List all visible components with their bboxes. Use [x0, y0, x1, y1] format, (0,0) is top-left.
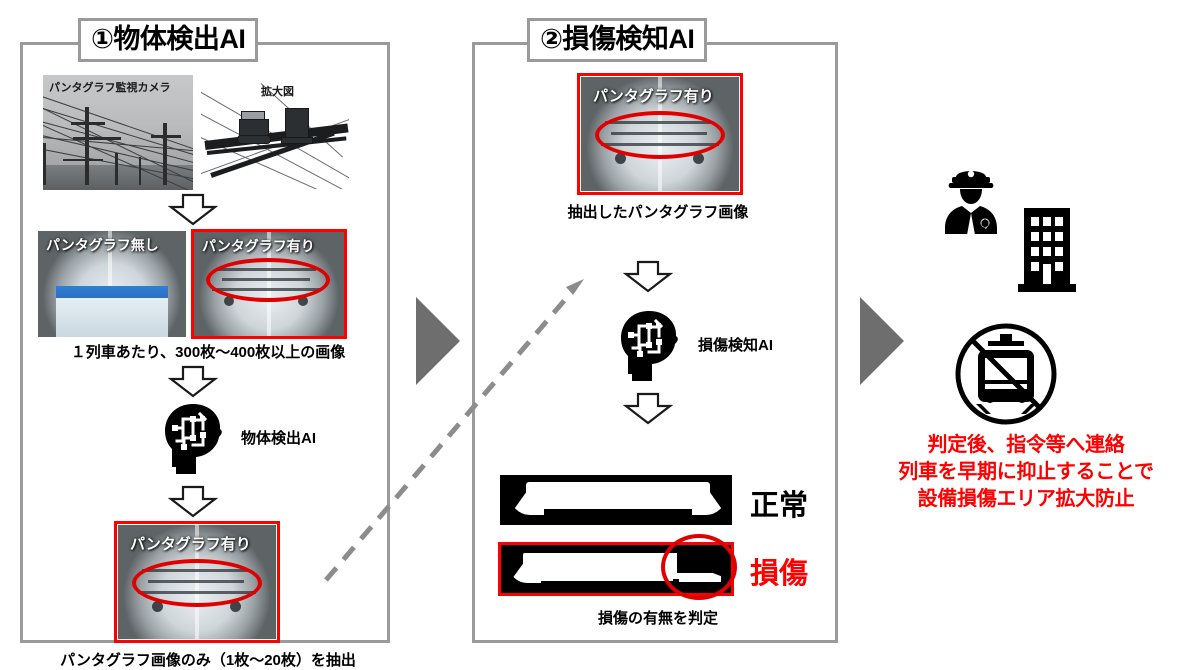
hollow-down-arrow-icon — [623, 392, 673, 425]
sample-photo-no-pantograph: パンタグラフ無し — [38, 231, 186, 337]
input-photo-has-pantograph: パンタグラフ有り — [581, 77, 739, 191]
camera-zoom-photo: 拡大図 — [201, 77, 349, 189]
ai-brain-head-icon — [621, 311, 678, 381]
panel2-bottom-caption: 損傷の有無を判定 — [597, 610, 718, 627]
panel-damage-detection-ai: ②損傷検知AI パンタグラフ有り 抽出したパンタグラフ画像 — [472, 18, 838, 643]
panel-object-detection-ai: ①物体検出AI パンタグラフ監視カメラ — [20, 18, 390, 669]
ai-brain-head-icon — [165, 404, 222, 474]
gray-triangle-arrow-icon-2 — [860, 297, 904, 385]
red-highlight-box-damage — [498, 542, 734, 596]
sample-label-has-pantograph: パンタグラフ有り — [202, 238, 315, 254]
mask-image-normal — [500, 475, 732, 525]
overhead-line-camera-photo: パンタグラフ監視カメラ — [43, 75, 193, 190]
panel1-ai-label: 物体検出AI — [241, 430, 317, 447]
outcome-message: 判定後、指令等へ連絡 列車を早期に抑止することで 設備損傷エリア拡大防止 — [898, 434, 1154, 510]
sample-label-no-pantograph: パンタグラフ無し — [46, 237, 159, 253]
red-highlight-box-sample — [191, 229, 347, 339]
hollow-down-arrow-icon — [623, 260, 673, 293]
verdict-normal: 正常 — [750, 490, 809, 522]
hollow-down-arrow-icon — [168, 485, 218, 518]
gray-triangle-arrow-icon-1 — [416, 297, 460, 385]
panel2-input-caption: 抽出したパンタグラフ画像 — [567, 204, 749, 221]
red-highlight-box-input — [577, 73, 743, 195]
camera-photo-caption: パンタグラフ監視カメラ — [49, 82, 171, 94]
panel1-title: ①物体検出AI — [78, 18, 259, 62]
panel1-bottom-caption: パンタグラフ画像のみ（1枚〜20枚）を抽出 — [60, 652, 356, 669]
hollow-down-arrow-icon — [168, 193, 218, 226]
office-building-icon — [1018, 208, 1076, 292]
police-officer-icon — [945, 170, 997, 235]
verdict-damage: 損傷 — [750, 558, 809, 590]
no-train-icon — [955, 323, 1057, 425]
zoom-view-caption: 拡大図 — [261, 86, 294, 98]
result-label-has-pantograph: パンタグラフ有り — [130, 536, 251, 553]
input-label-has-pantograph: パンタグラフ有り — [593, 88, 714, 105]
red-highlight-box-result — [114, 521, 280, 643]
panel2-ai-label: 損傷検知AI — [698, 337, 774, 354]
panel2-title: ②損傷検知AI — [527, 18, 708, 62]
hollow-down-arrow-icon — [168, 365, 218, 398]
mask-image-damage — [501, 545, 731, 593]
sample-photo-has-pantograph: パンタグラフ有り — [194, 232, 344, 336]
panel1-stat-caption: １列車あたり、300枚〜400枚以上の画像 — [70, 344, 346, 361]
